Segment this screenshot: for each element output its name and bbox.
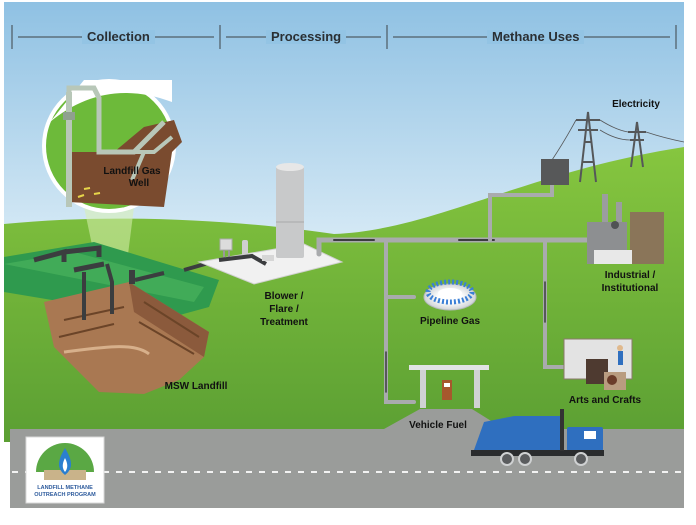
pipeline-gas-burner (423, 279, 477, 311)
landfill-gas-well-bubble (42, 79, 182, 213)
industrial-buildings (587, 194, 664, 264)
arts-crafts-kiln (563, 338, 633, 390)
landfill-gas-well-label-2: Well (129, 178, 150, 189)
vehicle-fuel-station (409, 365, 489, 408)
logo-line-1: LANDFILL METHANE (37, 485, 93, 491)
section-header-processing: Processing (266, 30, 347, 44)
blower-label-3: Treatment (260, 317, 308, 328)
vehicle-fuel-label: Vehicle Fuel (409, 420, 467, 431)
section-header-collection: Collection (82, 30, 155, 44)
msw-landfill-label: MSW Landfill (165, 381, 228, 392)
msw-landfill (4, 242, 220, 394)
transformer-box (541, 159, 569, 185)
industrial-label-2: Institutional (602, 283, 659, 294)
landfill-gas-well-label-1: Landfill Gas (103, 166, 161, 177)
logo-line-2: OUTREACH PROGRAM (34, 492, 96, 498)
blower-label-1: Blower / (265, 291, 304, 302)
electricity-towers (551, 111, 684, 183)
section-header-methane-uses: Methane Uses (487, 30, 585, 44)
blower-label-2: Flare / (269, 304, 299, 315)
industrial-label-1: Industrial / (605, 270, 656, 281)
fuel-station-driveway (384, 409, 504, 429)
landfill-gas-diagram: Landfill Gas Well MSW Landfill (4, 2, 684, 510)
diagram-canvas: Landfill Gas Well MSW Landfill (4, 2, 684, 508)
pipe-network (316, 180, 592, 404)
lmop-logo (25, 436, 105, 504)
garbage-truck (471, 409, 604, 466)
blower-flare-treatment (197, 163, 344, 285)
electricity-label: Electricity (612, 99, 660, 110)
arts-crafts-label: Arts and Crafts (569, 395, 642, 406)
pipeline-gas-label: Pipeline Gas (420, 316, 480, 327)
